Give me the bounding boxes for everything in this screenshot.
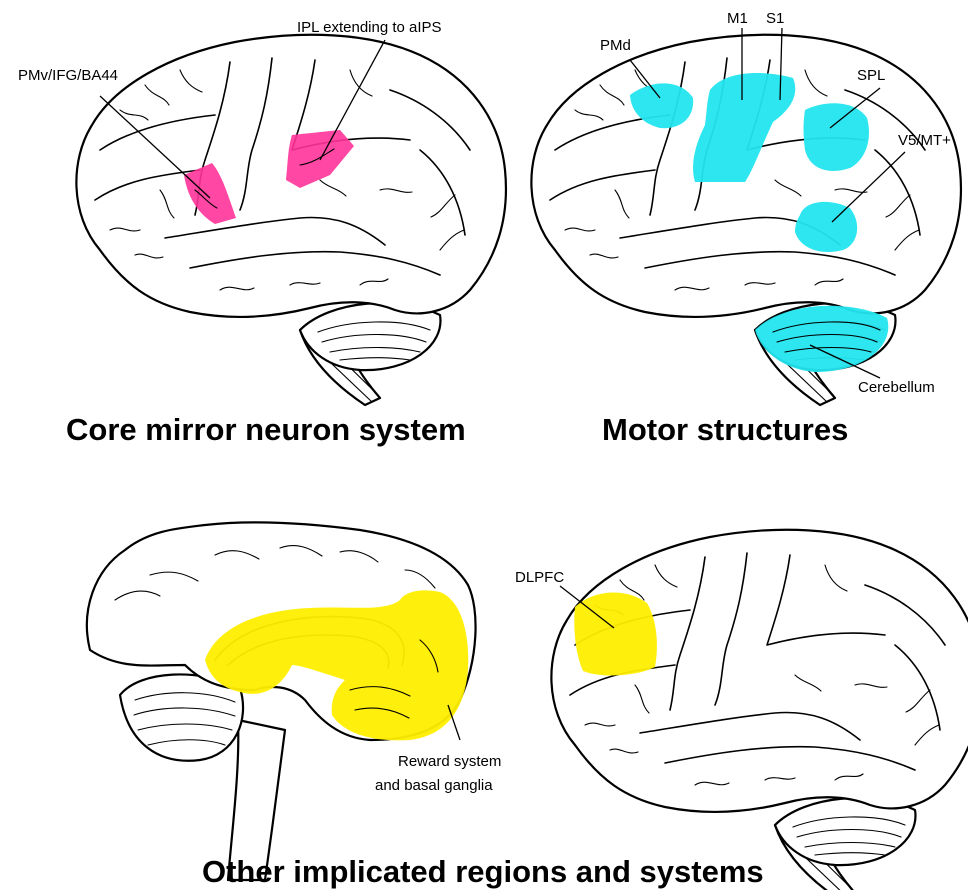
brain-lateral-illustration [551,530,968,890]
v5-label: V5/MT+ [898,132,951,149]
panel-core-mirror-neuron-system: PMv/IFG/BA44 IPL extending to aIPS Core … [18,19,506,447]
m1-label: M1 [727,10,748,27]
s1-label: S1 [766,10,784,27]
pmd-label: PMd [600,37,631,54]
panel-other-regions: Reward system and basal ganglia DLPFC Ot… [87,522,968,890]
other-panel-title: Other implicated regions and systems [202,854,764,889]
brain-lateral-illustration [76,35,506,405]
dlpfc-label: DLPFC [515,569,564,586]
core-panel-title: Core mirror neuron system [66,412,466,447]
brain-medial-illustration [87,522,476,880]
reward-label-line1: Reward system [398,753,501,770]
motor-panel-title: Motor structures [602,412,848,447]
panel-motor-structures: PMd M1 S1 SPL V5/MT+ Cerebellum Motor st… [531,10,961,447]
pmv-label: PMv/IFG/BA44 [18,67,118,84]
dlpfc-highlight [574,592,657,675]
v5-highlight [795,202,857,252]
spl-label: SPL [857,67,885,84]
reward-label-line2: and basal ganglia [375,777,493,794]
ipl-label: IPL extending to aIPS [297,19,442,36]
cerebellum-label: Cerebellum [858,379,935,396]
